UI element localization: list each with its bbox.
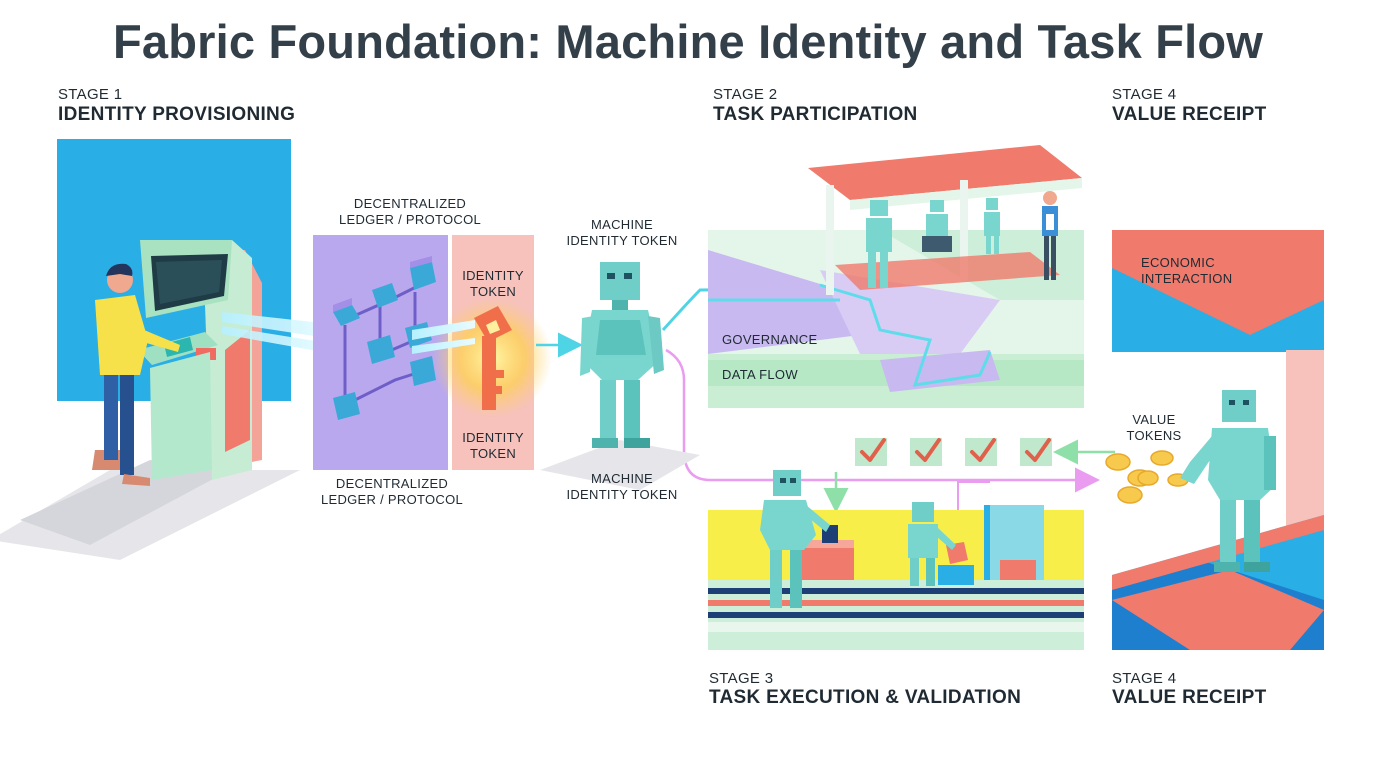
machine-token-bottom-line1: MACHINE bbox=[590, 471, 654, 486]
stage4-top-number: STAGE 4 bbox=[1112, 86, 1177, 103]
key-icon bbox=[474, 306, 512, 410]
identity-token-top-line2: TOKEN bbox=[469, 284, 517, 299]
stage4-scene bbox=[1105, 230, 1324, 650]
machine-token-top-line1: MACHINE bbox=[590, 217, 654, 232]
machine-token-top-line2: IDENTITY TOKEN bbox=[566, 233, 678, 248]
stage1-name: IDENTITY PROVISIONING bbox=[58, 104, 296, 125]
value-tokens-label: VALUE TOKENS bbox=[1118, 412, 1190, 444]
diagram-title: Fabric Foundation: Machine Identity and … bbox=[112, 15, 1264, 68]
value-tokens-line1: VALUE bbox=[1132, 412, 1176, 427]
ledger-label-bottom-line2: LEDGER / PROTOCOL bbox=[320, 492, 464, 507]
identity-token-label-top: IDENTITY TOKEN bbox=[452, 268, 534, 300]
economic-interaction-line1: ECONOMIC bbox=[1141, 255, 1215, 270]
stage2-name: TASK PARTICIPATION bbox=[713, 104, 918, 125]
ledger-label-bottom-line1: DECENTRALIZED bbox=[335, 476, 449, 491]
ledger-label-bottom: DECENTRALIZED LEDGER / PROTOCOL bbox=[312, 476, 472, 508]
ledger-panel bbox=[313, 235, 448, 470]
stage1-number: STAGE 1 bbox=[58, 86, 123, 103]
ledger-label-top-line2: LEDGER / PROTOCOL bbox=[338, 212, 482, 227]
identity-token-bottom-line1: IDENTITY bbox=[462, 430, 524, 445]
machine-token-label-bottom: MACHINE IDENTITY TOKEN bbox=[556, 471, 688, 503]
stage3-name: TASK EXECUTION & VALIDATION bbox=[709, 687, 1022, 708]
stage4-bottom-number: STAGE 4 bbox=[1112, 670, 1177, 687]
identity-token-bottom-line2: TOKEN bbox=[469, 446, 517, 461]
ledger-label-top: DECENTRALIZED LEDGER / PROTOCOL bbox=[330, 196, 490, 228]
identity-token-panel bbox=[412, 235, 552, 470]
identity-token-label-bottom: IDENTITY TOKEN bbox=[452, 430, 534, 462]
machine-robot bbox=[540, 262, 700, 490]
stage4-top-name: VALUE RECEIPT bbox=[1112, 104, 1267, 125]
stage2-scene bbox=[708, 145, 1084, 408]
stage2-number: STAGE 2 bbox=[713, 86, 778, 103]
machine-token-label-top: MACHINE IDENTITY TOKEN bbox=[556, 217, 688, 249]
stage1-scene bbox=[0, 139, 340, 560]
governance-label: GOVERNANCE bbox=[722, 332, 818, 347]
data-flow-label: DATA FLOW bbox=[722, 367, 798, 382]
stage3-scene bbox=[708, 470, 1084, 650]
identity-token-top-line1: IDENTITY bbox=[462, 268, 524, 283]
value-tokens-line2: TOKENS bbox=[1126, 428, 1182, 443]
economic-interaction-label: ECONOMIC INTERACTION bbox=[1141, 255, 1232, 287]
stage4-bottom-name: VALUE RECEIPT bbox=[1112, 687, 1267, 708]
ledger-label-top-line1: DECENTRALIZED bbox=[353, 196, 467, 211]
stage3-number: STAGE 3 bbox=[709, 670, 774, 687]
machine-token-bottom-line2: IDENTITY TOKEN bbox=[566, 487, 678, 502]
economic-interaction-line2: INTERACTION bbox=[1141, 271, 1233, 286]
validation-checkmarks bbox=[855, 438, 1052, 466]
